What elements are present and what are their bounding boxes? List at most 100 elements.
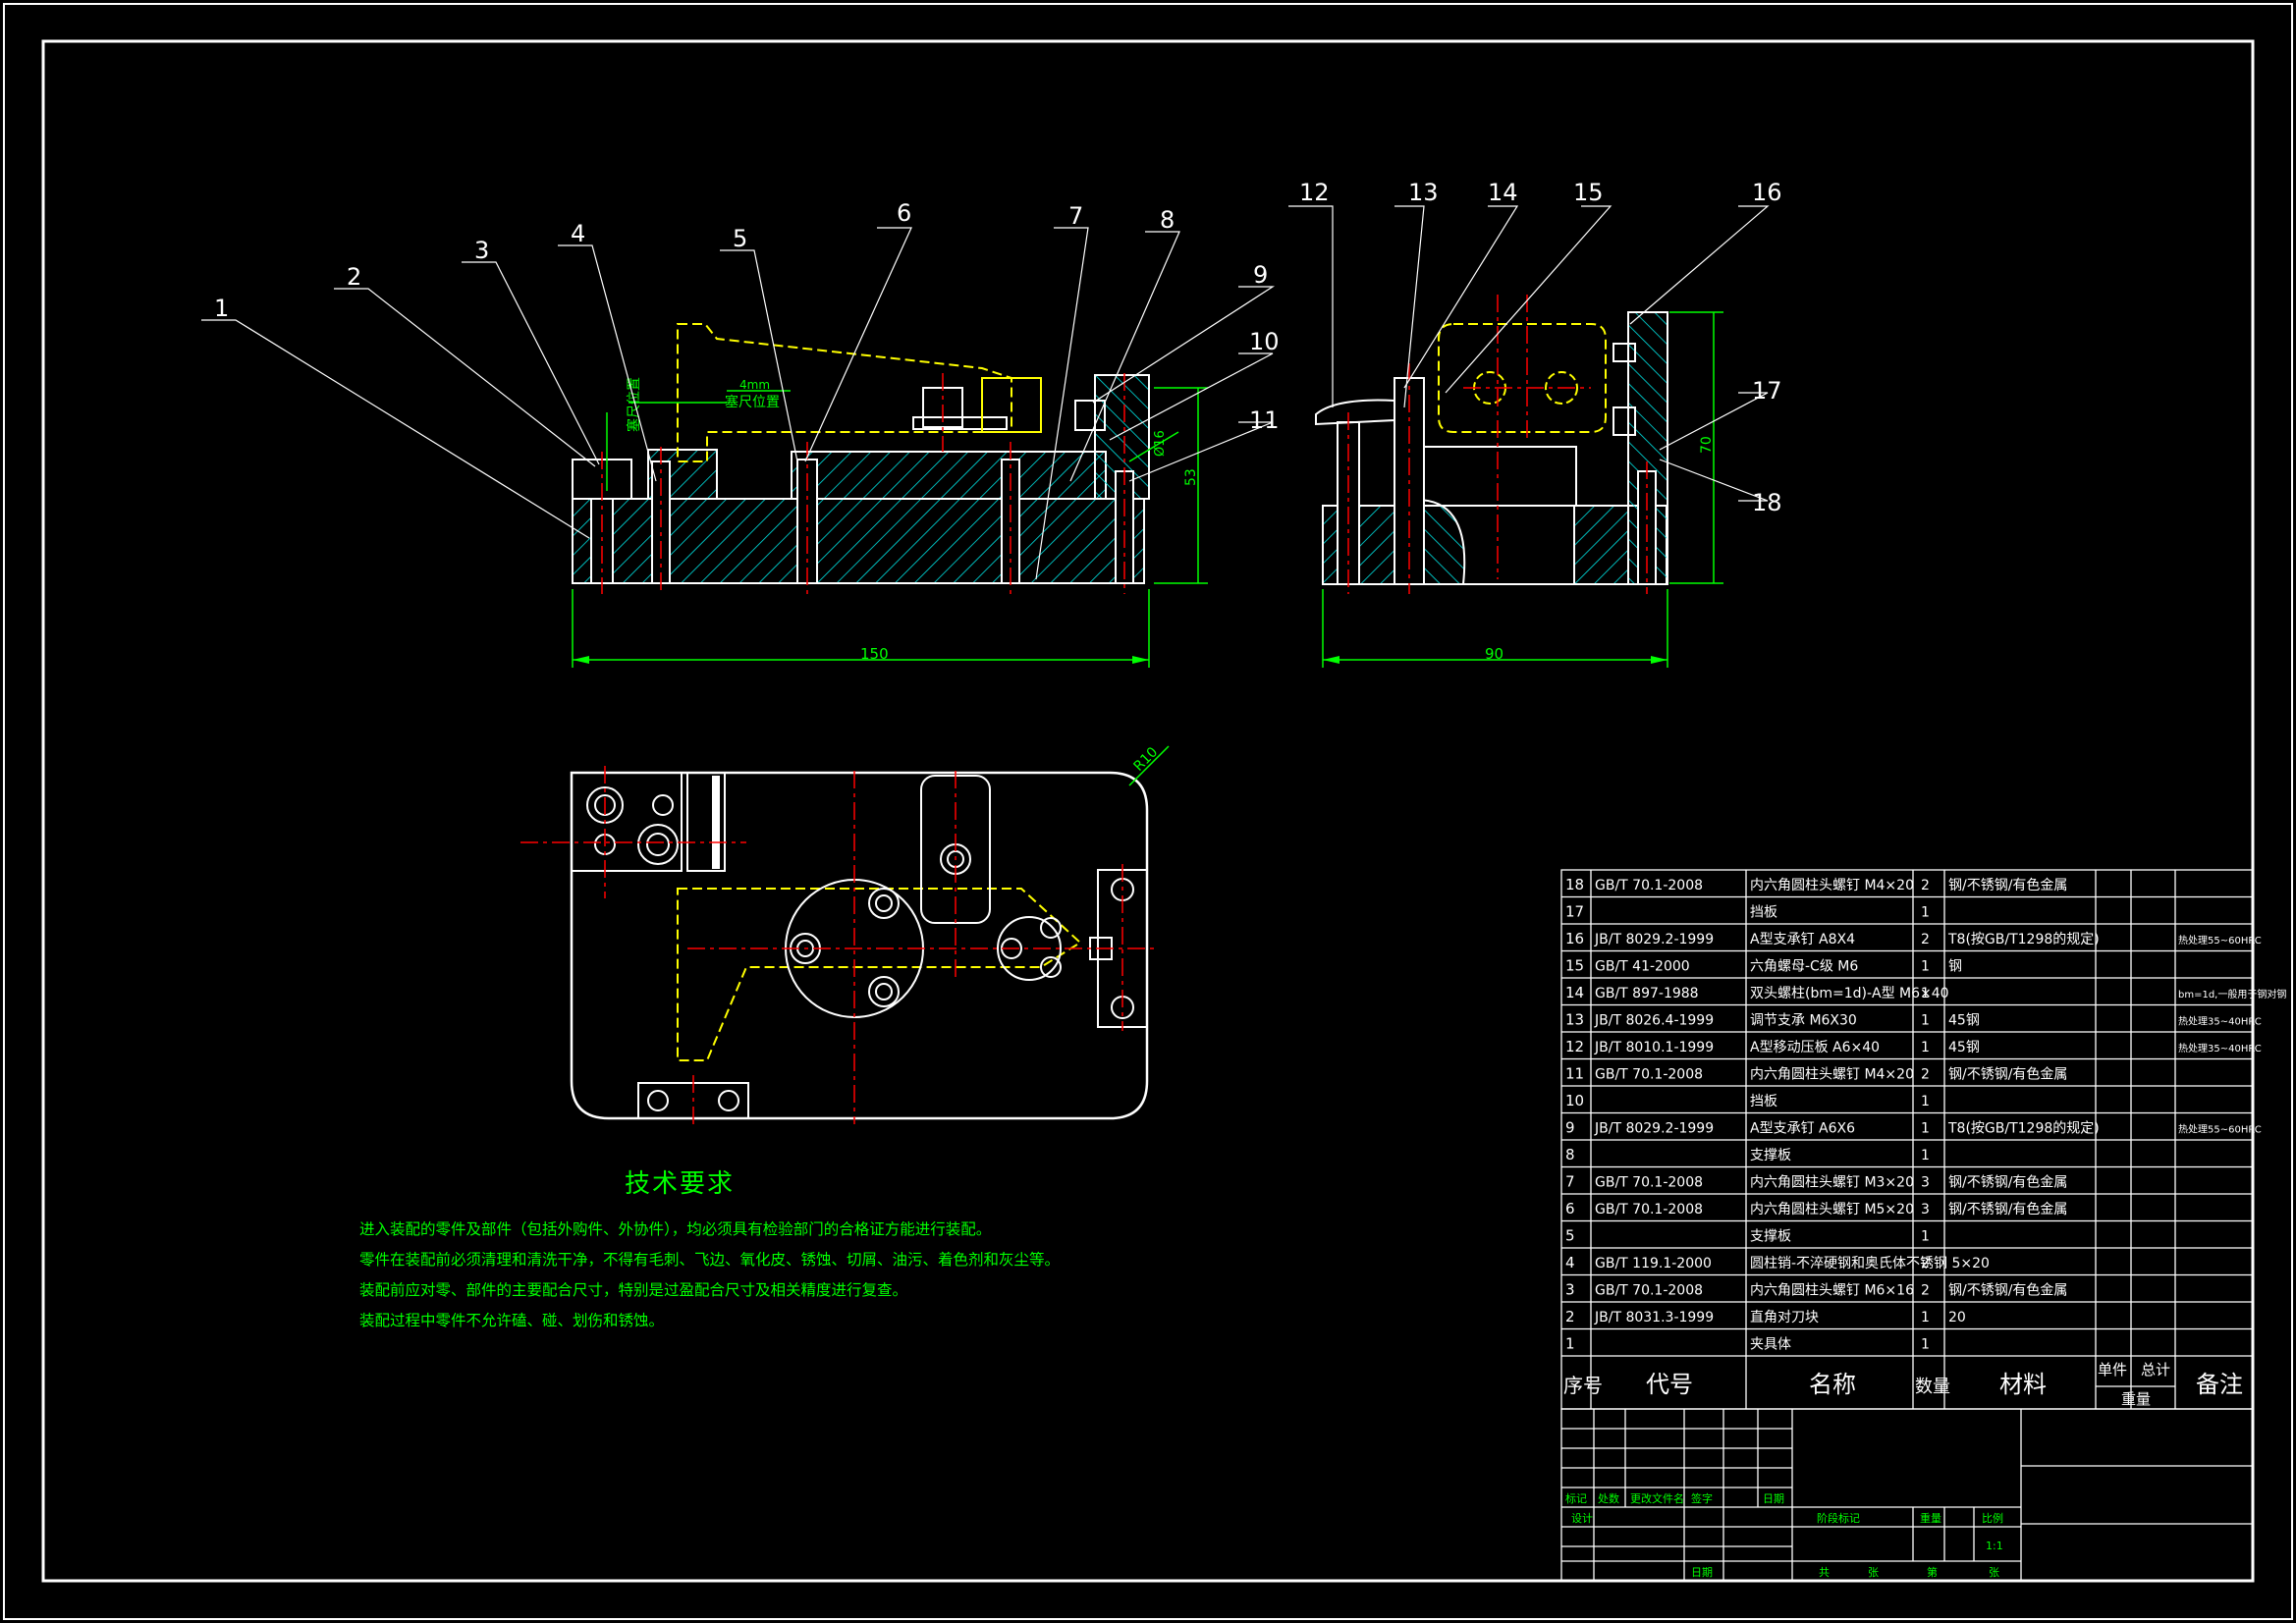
bom-row-lines: [1561, 895, 2253, 1357]
tech-req-line-4: 装配过程中零件不允许磕、碰、划伤和锈蚀。: [359, 1312, 665, 1329]
bom-cell-qty: 1: [1921, 1121, 1930, 1137]
balloon-7: 7: [1068, 202, 1083, 230]
bom-cell-name: A型移动压板 A6×40: [1750, 1040, 1880, 1055]
dim-pin-diameter: Ø16: [1153, 430, 1168, 457]
bom-cell-material: T8(按GB/T1298的规定): [1947, 932, 2100, 947]
balloon-10: 10: [1249, 328, 1280, 355]
bom-header-total: 总计: [2141, 1361, 2170, 1379]
balloon-9: 9: [1253, 261, 1268, 289]
balloon-3: 3: [474, 237, 489, 264]
bom-cell-qty: 1: [1921, 1337, 1930, 1353]
bom-cell-name: 挡板: [1750, 905, 1777, 921]
bom-cell-no: 18: [1565, 876, 1584, 893]
bom-cell-qty: 1: [1921, 1040, 1930, 1055]
rev-header-sign: 签字: [1691, 1491, 1713, 1505]
bom-cell-name: 直角对刀块: [1750, 1309, 1819, 1325]
bom-header-remark: 备注: [2196, 1371, 2243, 1398]
bom-cell-qty: 1: [1921, 1148, 1930, 1163]
annot-gap: 4mm: [739, 378, 770, 392]
bom-header-weight: 重量: [2121, 1390, 2151, 1408]
bom-cell-no: 16: [1565, 930, 1584, 947]
bom-cell-no: 7: [1565, 1173, 1575, 1191]
bom-cell-code: JB/T 8029.2-1999: [1594, 932, 1714, 947]
bom-cell-name: 内六角圆柱头螺钉 M4×20: [1750, 878, 1914, 893]
bom-cell-name: 双头螺柱(bm=1d)-A型 M6×40: [1750, 986, 1949, 1001]
bom-cell-code: GB/T 70.1-2008: [1595, 1283, 1703, 1299]
bom-cell-no: 6: [1565, 1200, 1575, 1217]
bom-cell-name: A型支承钉 A6X6: [1750, 1121, 1855, 1137]
bom-cell-code: GB/T 70.1-2008: [1595, 1202, 1703, 1217]
bom-cell-name: 内六角圆柱头螺钉 M6×16: [1750, 1283, 1914, 1299]
balloon-16: 16: [1752, 179, 1782, 206]
balloon-8: 8: [1160, 206, 1175, 234]
bom-header-material: 材料: [1999, 1371, 2047, 1398]
balloon-2: 2: [347, 263, 361, 291]
bom-cell-material: 钢/不锈钢/有色金属: [1948, 877, 2067, 893]
bom-cell-material: 钢/不锈钢/有色金属: [1948, 1201, 2067, 1217]
bom-cell-qty: 2: [1921, 1256, 1930, 1271]
tech-req-line-1: 进入装配的零件及部件（包括外购件、外协件），均必须具有检验部门的合格证方能进行装…: [359, 1220, 992, 1238]
bom-row: 1 夹具体 1: [1565, 1335, 1930, 1353]
rev-header-date: 日期: [1763, 1492, 1784, 1505]
rev-header-file: 更改文件名: [1630, 1491, 1684, 1505]
inner-border: [41, 39, 2255, 1583]
technical-requirements: 技术要求 进入装配的零件及部件（包括外购件、外协件），均必须具有检验部门的合格证…: [359, 1163, 1060, 1339]
bom-cell-qty: 1: [1921, 1094, 1930, 1109]
bom-header-code: 代号: [1646, 1371, 1693, 1398]
bom-cell-name: 夹具体: [1750, 1337, 1791, 1353]
bom-cell-remark: 热处理35~40HRC: [2178, 1015, 2262, 1028]
bom-cell-code: GB/T 70.1-2008: [1595, 1067, 1703, 1083]
bom-header-name: 名称: [1809, 1371, 1856, 1398]
outer-border: [3, 3, 2293, 1620]
bom-cell-name: 支撑板: [1750, 1229, 1791, 1245]
bom-cell-remark: 热处理55~60HRC: [2178, 1123, 2262, 1136]
bom-cell-no: 10: [1565, 1092, 1584, 1109]
balloon-6: 6: [897, 199, 911, 227]
bom-cell-code: JB/T 8010.1-1999: [1594, 1040, 1714, 1055]
bom-cell-no: 11: [1565, 1065, 1584, 1083]
dim-radius: R10: [1131, 744, 1162, 775]
bom-header-unit: 单件: [2098, 1361, 2127, 1379]
bom-cell-material: 45钢: [1948, 1040, 1980, 1055]
dim-width-side: 90: [1485, 645, 1503, 663]
bom-cell-code: JB/T 8031.3-1999: [1594, 1310, 1714, 1325]
tb-total-sheets: 共: [1819, 1566, 1830, 1579]
bom-cell-material: 钢/不锈钢/有色金属: [1948, 1174, 2067, 1191]
bom-row: 3 GB/T 70.1-2008 内六角圆柱头螺钉 M6×16 2 钢/不锈钢/有色金属: [1565, 1281, 2067, 1299]
rev-header-count: 处数: [1598, 1492, 1619, 1505]
bom-cell-qty: 1: [1921, 1013, 1930, 1029]
bom-cell-remark: bm=1d,一般用于钢对钢: [2178, 988, 2286, 1001]
tech-req-line-2: 零件在装配前必须清理和清洗干净，不得有毛刺、飞边、氧化皮、锈蚀、切屑、油污、着色…: [359, 1251, 1061, 1269]
front-view: [572, 323, 1208, 668]
bom-cell-no: 13: [1565, 1011, 1584, 1029]
rev-header-mark: 标记: [1565, 1491, 1587, 1505]
balloon-12: 12: [1299, 179, 1330, 206]
bom-cell-no: 1: [1565, 1335, 1575, 1353]
balloon-13: 13: [1408, 179, 1439, 206]
bom-cell-qty: 1: [1921, 986, 1930, 1001]
bom-cell-material: 钢/不锈钢/有色金属: [1948, 1282, 2067, 1299]
bom-cell-material: 45钢: [1948, 1013, 1980, 1029]
bom-row: 10 挡板 1: [1565, 1092, 1930, 1109]
bom-cell-no: 2: [1565, 1308, 1575, 1325]
bom-cell-name: 挡板: [1750, 1094, 1777, 1109]
bom-cell-name: 圆柱销-不淬硬钢和奥氏体不锈钢 5×20: [1750, 1255, 1990, 1271]
dim-height-side: 70: [1699, 436, 1715, 454]
bom-header-qty: 数量: [1915, 1377, 1950, 1397]
bom-cell-no: 5: [1565, 1227, 1575, 1245]
tb-design: 设计: [1571, 1512, 1593, 1525]
title-block-grid: [1560, 1408, 2254, 1582]
tb-scale-label: 比例: [1982, 1511, 2003, 1525]
bom-cell-no: 3: [1565, 1281, 1575, 1299]
balloon-18: 18: [1752, 489, 1782, 516]
bom-cell-name: 六角螺母-C级 M6: [1750, 959, 1858, 975]
bom-cell-qty: 2: [1921, 1283, 1930, 1299]
